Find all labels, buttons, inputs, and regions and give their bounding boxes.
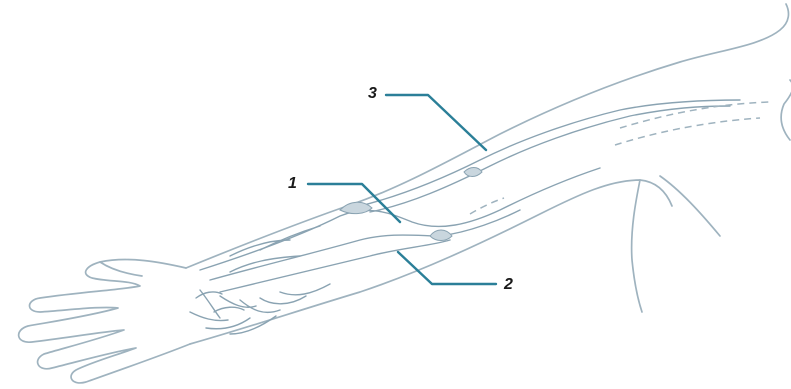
hand-outline <box>19 260 190 383</box>
arm-outline <box>186 4 791 344</box>
leader-lines <box>308 95 496 284</box>
veins <box>190 100 740 334</box>
leader-line-3 <box>386 95 486 150</box>
leader-line-2 <box>398 252 496 284</box>
label-3: 3 <box>368 86 377 102</box>
label-2: 2 <box>504 277 513 293</box>
label-1: 1 <box>288 176 297 192</box>
